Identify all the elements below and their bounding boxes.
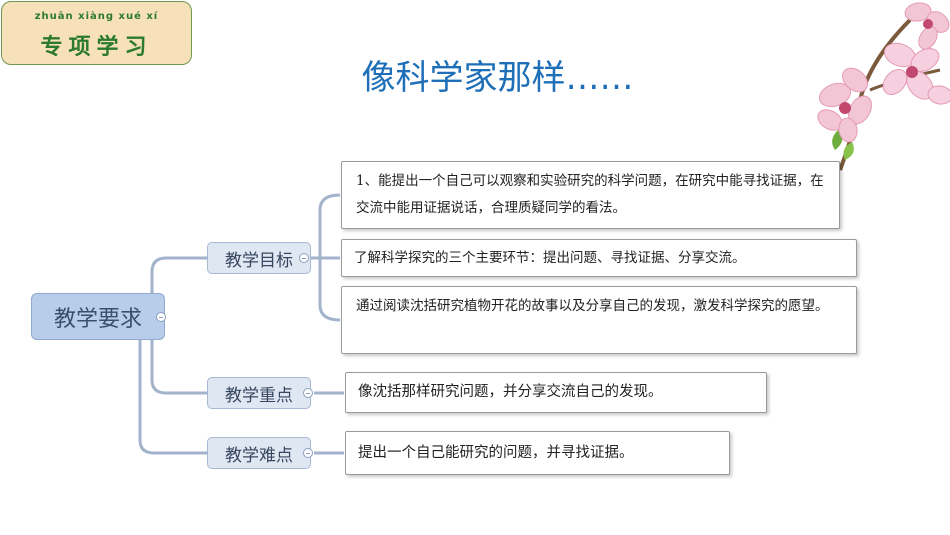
goal-item-1: 1、能提出一个自己可以观察和实验研究的科学问题，在研究中能寻找证据，在交流中能用… xyxy=(341,161,840,229)
badge-pinyin: zhuān xiàng xué xí xyxy=(34,11,159,22)
teaching-goals-collapse-icon[interactable] xyxy=(299,253,309,263)
branch-teaching-focus[interactable]: 教学重点 xyxy=(207,377,311,409)
goal-item-2: 了解科学探究的三个主要环节：提出问题、寻找证据、分享交流。 xyxy=(341,239,857,277)
root-collapse-icon[interactable] xyxy=(156,312,166,322)
difficulty-item: 提出一个自己能研究的问题，并寻找证据。 xyxy=(345,431,730,475)
badge-title: 专项学习 xyxy=(40,35,153,60)
lesson-type-badge: zhuān xiàng xué xí 专项学习 xyxy=(1,1,192,65)
page-title: 像科学家那样…… xyxy=(361,58,634,98)
branch-teaching-difficulty[interactable]: 教学难点 xyxy=(207,437,311,469)
teaching-focus-collapse-icon[interactable] xyxy=(303,388,313,398)
mindmap-root-node[interactable]: 教学要求 xyxy=(31,293,165,340)
teaching-difficulty-collapse-icon[interactable] xyxy=(303,448,313,458)
focus-item: 像沈括那样研究问题，并分享交流自己的发现。 xyxy=(345,372,767,413)
goal-item-3: 通过阅读沈括研究植物开花的故事以及分享自己的发现，激发科学探究的愿望。 xyxy=(341,286,857,354)
peach-blossom-decoration xyxy=(817,2,950,171)
branch-teaching-goals[interactable]: 教学目标 xyxy=(207,242,311,274)
